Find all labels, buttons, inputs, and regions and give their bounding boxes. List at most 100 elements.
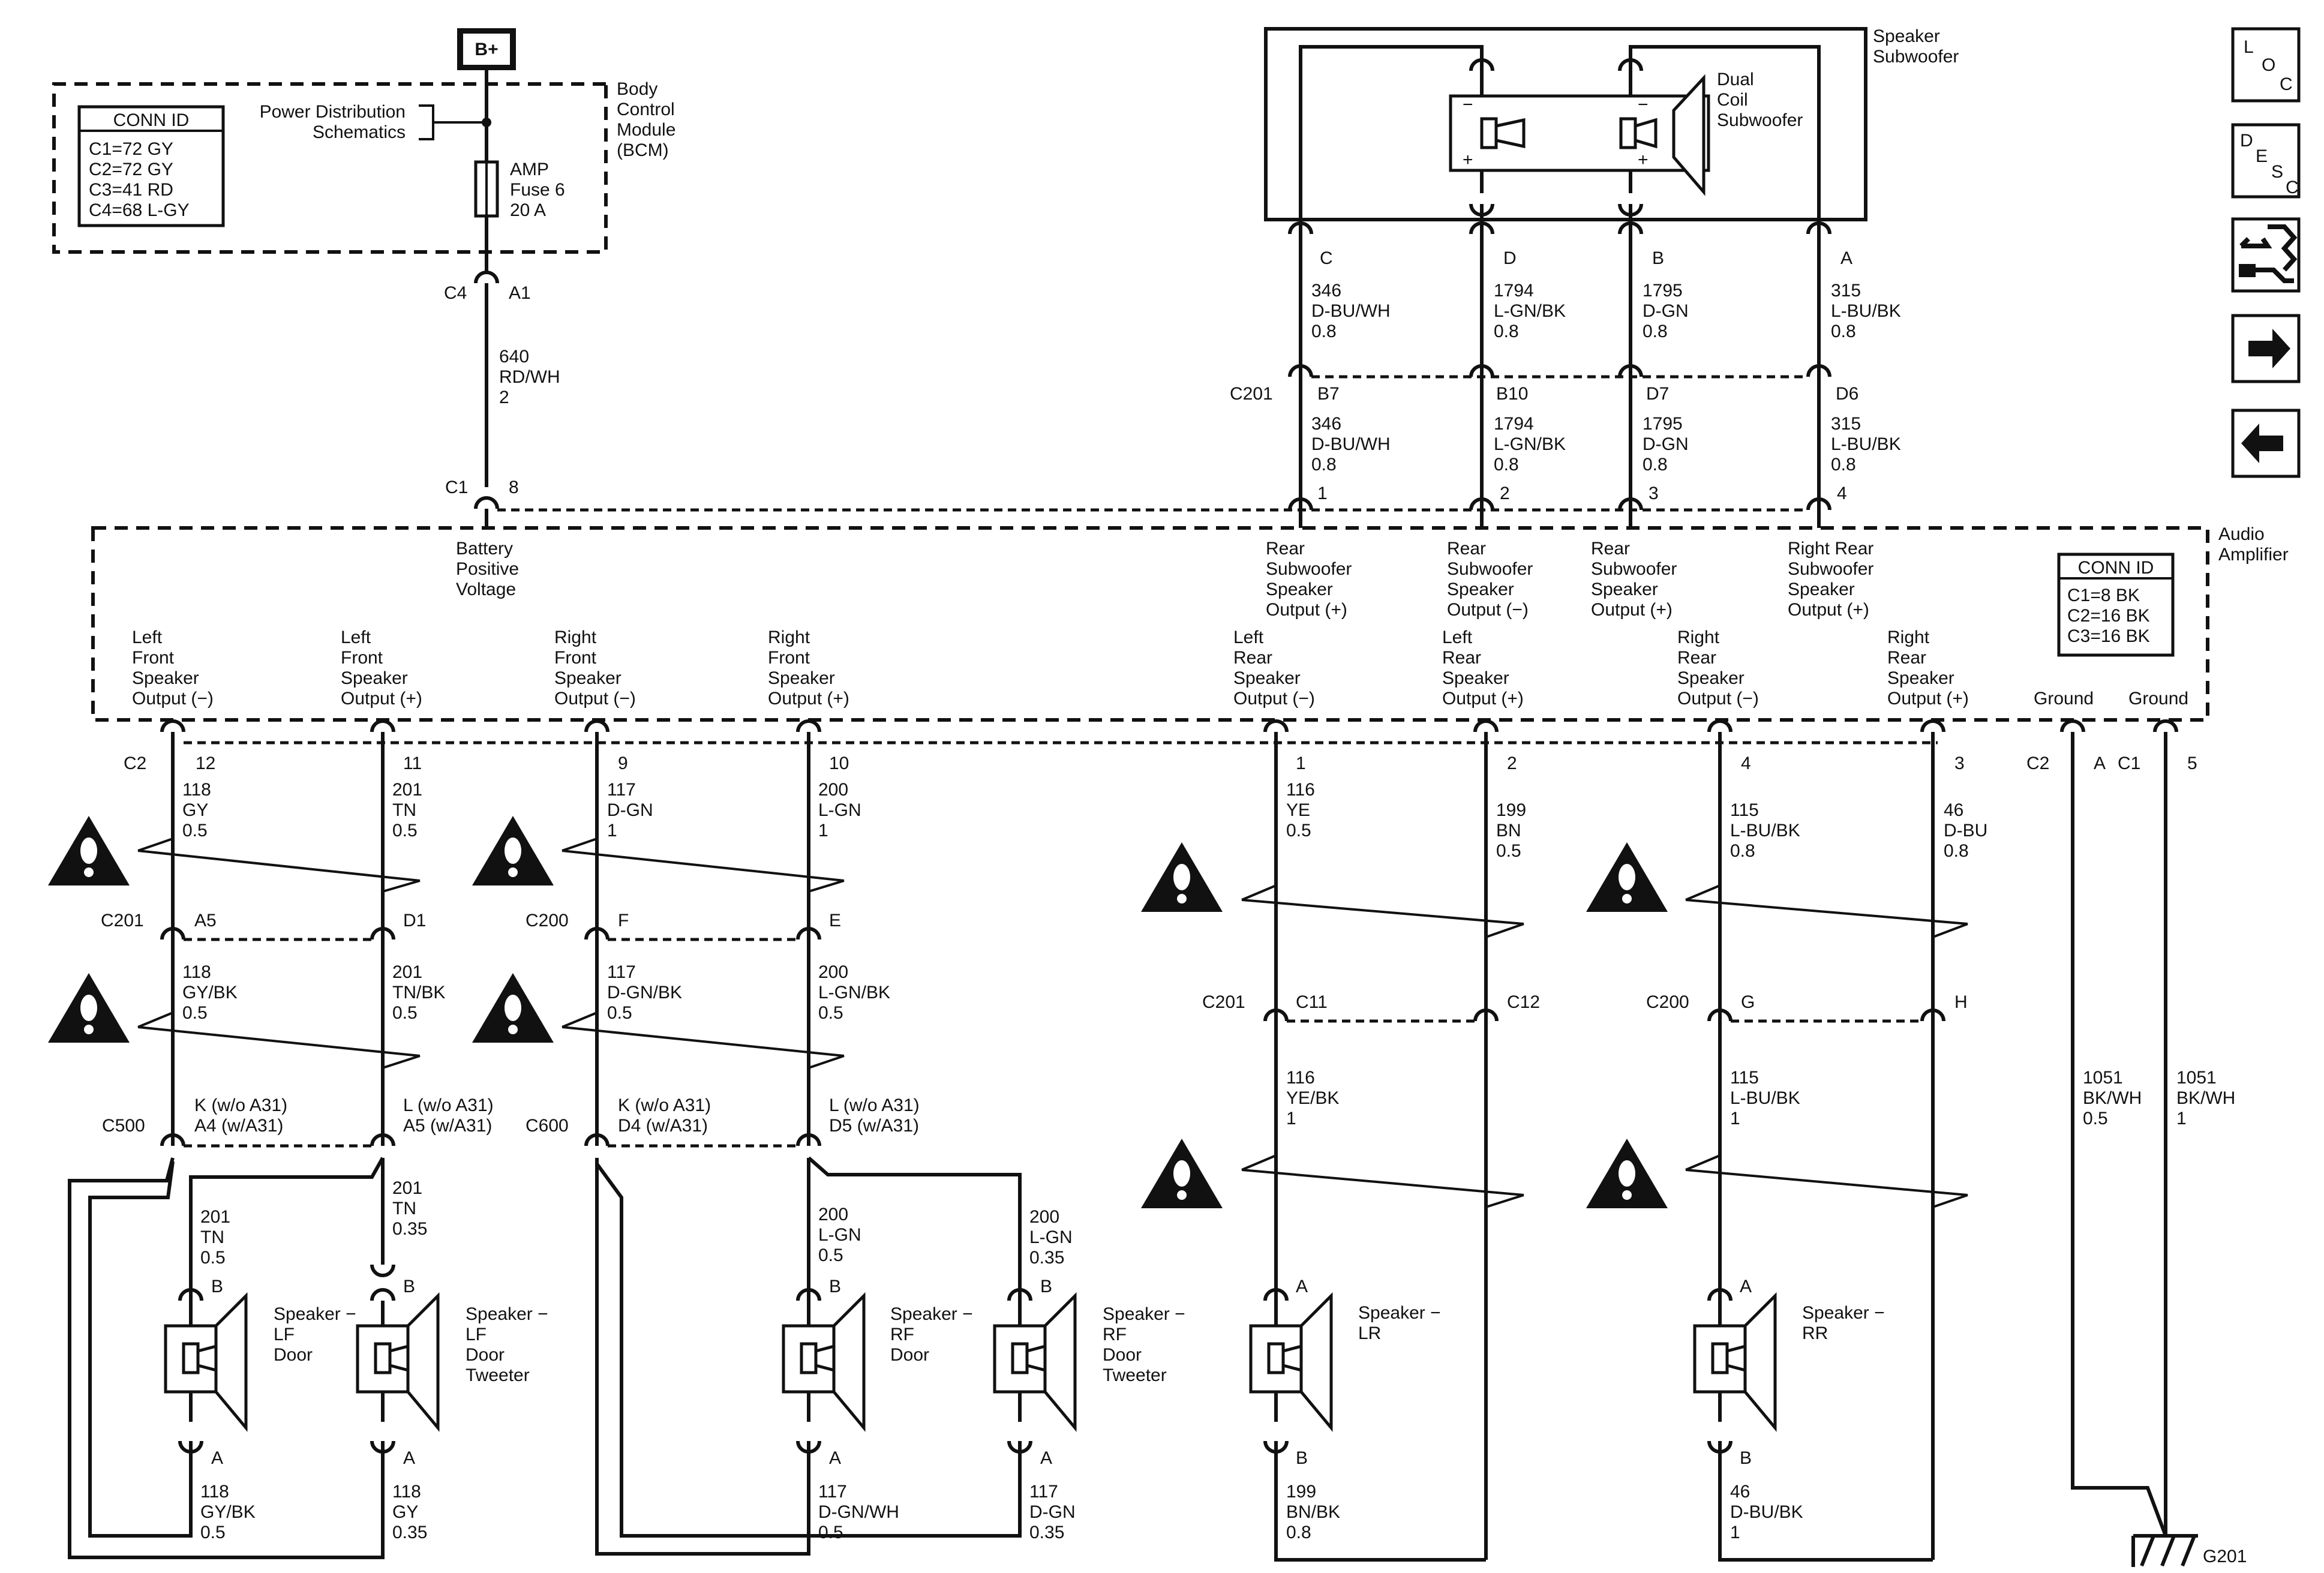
diagram-label: Rear: [1233, 648, 1272, 668]
diagram-label: Speaker: [1873, 26, 1940, 46]
subwoofer-wires: C D B A 346 D-BU/WH 0.8 1794 L-GN/BK 0.8…: [497, 220, 1901, 528]
diagram-label: F: [618, 911, 629, 930]
diagram-label: C1: [2118, 754, 2140, 773]
diagram-label: 315: [1831, 281, 1861, 301]
diagram-label: 0.5: [392, 821, 418, 840]
diagram-label: 0.8: [1286, 1523, 1311, 1542]
connector-swap-icon[interactable]: [2231, 217, 2301, 293]
diagram-label: Right: [1677, 628, 1720, 647]
diagram-label: C200: [526, 911, 569, 930]
diagram-label: L-BU/BK: [1831, 301, 1901, 321]
arrow-left-icon[interactable]: [2231, 409, 2301, 478]
diagram-label: Speaker: [1447, 580, 1514, 599]
speaker-lf-door: B A Speaker − LF Door 201 TN 0.5 118 GY/…: [164, 1207, 356, 1542]
diagram-label: Positive: [456, 559, 519, 579]
speaker-lf-door-tweeter: B A Speaker − LF Door Tweeter 201 TN 0.3…: [356, 1178, 548, 1542]
diagram-label: 0.8: [1730, 841, 1755, 861]
diagram-label: C1=8 BK: [2067, 586, 2140, 605]
diagram-label: D-GN/BK: [607, 983, 682, 1002]
warning-icon: [48, 816, 130, 885]
diagram-label: Rear: [1677, 648, 1716, 668]
speaker-rr: A B Speaker − RR 46 D-BU/BK 1: [1693, 1277, 1885, 1542]
diagram-label: L: [2244, 37, 2254, 57]
bcm-module: Body Control Module (BCM) CONN ID C1=72 …: [52, 79, 675, 254]
diagram-label: C600: [526, 1116, 569, 1136]
diagram-label: 0.5: [818, 1003, 843, 1023]
diagram-label: Subwoofer: [1717, 110, 1803, 130]
diagram-label: 1: [1730, 1523, 1740, 1542]
pds-label: Power Distribution: [260, 102, 406, 122]
diagram-label: O: [2262, 55, 2275, 75]
diagram-label: 0.8: [1643, 322, 1668, 341]
diagram-label: D: [1503, 248, 1517, 268]
diagram-label: D-GN: [1029, 1502, 1076, 1522]
diagram-label: C1: [445, 478, 468, 497]
diagram-label: 0.8: [1494, 322, 1519, 341]
diagram-label: C201: [1230, 384, 1273, 404]
diagram-label: Rear: [1447, 539, 1486, 559]
loc-icon[interactable]: L O C: [2231, 27, 2301, 103]
diagram-label: Speaker: [1788, 580, 1855, 599]
diagram-label: +: [1638, 150, 1649, 170]
diagram-label: G201: [2203, 1547, 2247, 1566]
diagram-label: Output (−): [554, 689, 636, 709]
diagram-label: Output (+): [1591, 600, 1673, 620]
diagram-label: 0.8: [1643, 455, 1668, 475]
diagram-label: B: [1652, 248, 1664, 268]
diagram-label: Door: [1103, 1345, 1142, 1365]
diagram-label: K (w/o A31): [618, 1095, 711, 1115]
diagram-label: L-GN/BK: [1494, 434, 1566, 454]
diagram-label: BN: [1496, 821, 1521, 840]
diagram-label: Speaker −: [1802, 1303, 1885, 1323]
diagram-label: C2: [124, 754, 146, 773]
diagram-label: Voltage: [456, 580, 516, 599]
diagram-label: Schematics: [313, 122, 406, 142]
diagram-label: TN/BK: [392, 983, 445, 1002]
diagram-label: 1: [1730, 1109, 1740, 1128]
diagram-label: E: [2256, 146, 2268, 166]
desc-icon[interactable]: D E S C: [2231, 123, 2301, 199]
diagram-label: Front: [341, 648, 383, 668]
diagram-label: Output (+): [1788, 600, 1869, 620]
diagram-label: G: [1741, 992, 1755, 1012]
diagram-label: L-GN: [818, 800, 861, 820]
diagram-label: 201: [200, 1207, 230, 1227]
diagram-label: Front: [132, 648, 175, 668]
warning-icon: [48, 973, 130, 1043]
diagram-label: Ground: [2034, 689, 2094, 709]
diagram-label: 1794: [1494, 414, 1534, 434]
diagram-label: RD/WH: [499, 367, 560, 387]
diagram-label: Output (−): [1233, 689, 1315, 709]
diagram-label: D-GN: [607, 800, 653, 820]
diagram-label: Amplifier: [2218, 545, 2289, 565]
speaker-rf-door-tweeter: B A Speaker − RF Door Tweeter 200 L-GN 0…: [993, 1207, 1185, 1542]
speaker-lr: A B Speaker − LR 199 BN/BK 0.8: [1249, 1277, 1441, 1542]
diagram-label: L-GN: [1029, 1227, 1073, 1247]
warning-icon: [472, 973, 554, 1043]
diagram-label: Output (+): [341, 689, 422, 709]
diagram-label: 1795: [1643, 414, 1683, 434]
diagram-label: D-BU: [1944, 821, 1987, 840]
diagram-label: Subwoofer: [1266, 559, 1352, 579]
diagram-label: A: [2094, 754, 2106, 773]
diagram-label: L-BU/BK: [1831, 434, 1901, 454]
diagram-label: 118: [392, 1482, 421, 1502]
diagram-label: Subwoofer: [1788, 559, 1873, 579]
diagram-label: L-GN: [818, 1225, 861, 1245]
diagram-label: A: [1040, 1448, 1052, 1468]
diagram-label: GY: [182, 800, 208, 820]
warning-icon: [1586, 842, 1668, 912]
diagram-label: A1: [509, 283, 531, 303]
diagram-label: Speaker: [1266, 580, 1333, 599]
diagram-label: H: [1954, 992, 1968, 1012]
diagram-label: 115: [1730, 800, 1759, 820]
diagram-label: 315: [1831, 414, 1861, 434]
arrow-right-icon[interactable]: [2231, 314, 2301, 383]
lower-wiring: C2 12 11 9 10 1 2 4 3 C2 A C1 5 118 GY 0…: [68, 719, 2247, 1567]
diagram-label: 8: [509, 478, 519, 497]
diagram-label: Output (−): [132, 689, 214, 709]
diagram-label: Subwoofer: [1873, 47, 1959, 67]
diagram-label: C12: [1507, 992, 1540, 1012]
diagram-label: A: [1840, 248, 1852, 268]
diagram-label: Right: [768, 628, 810, 647]
